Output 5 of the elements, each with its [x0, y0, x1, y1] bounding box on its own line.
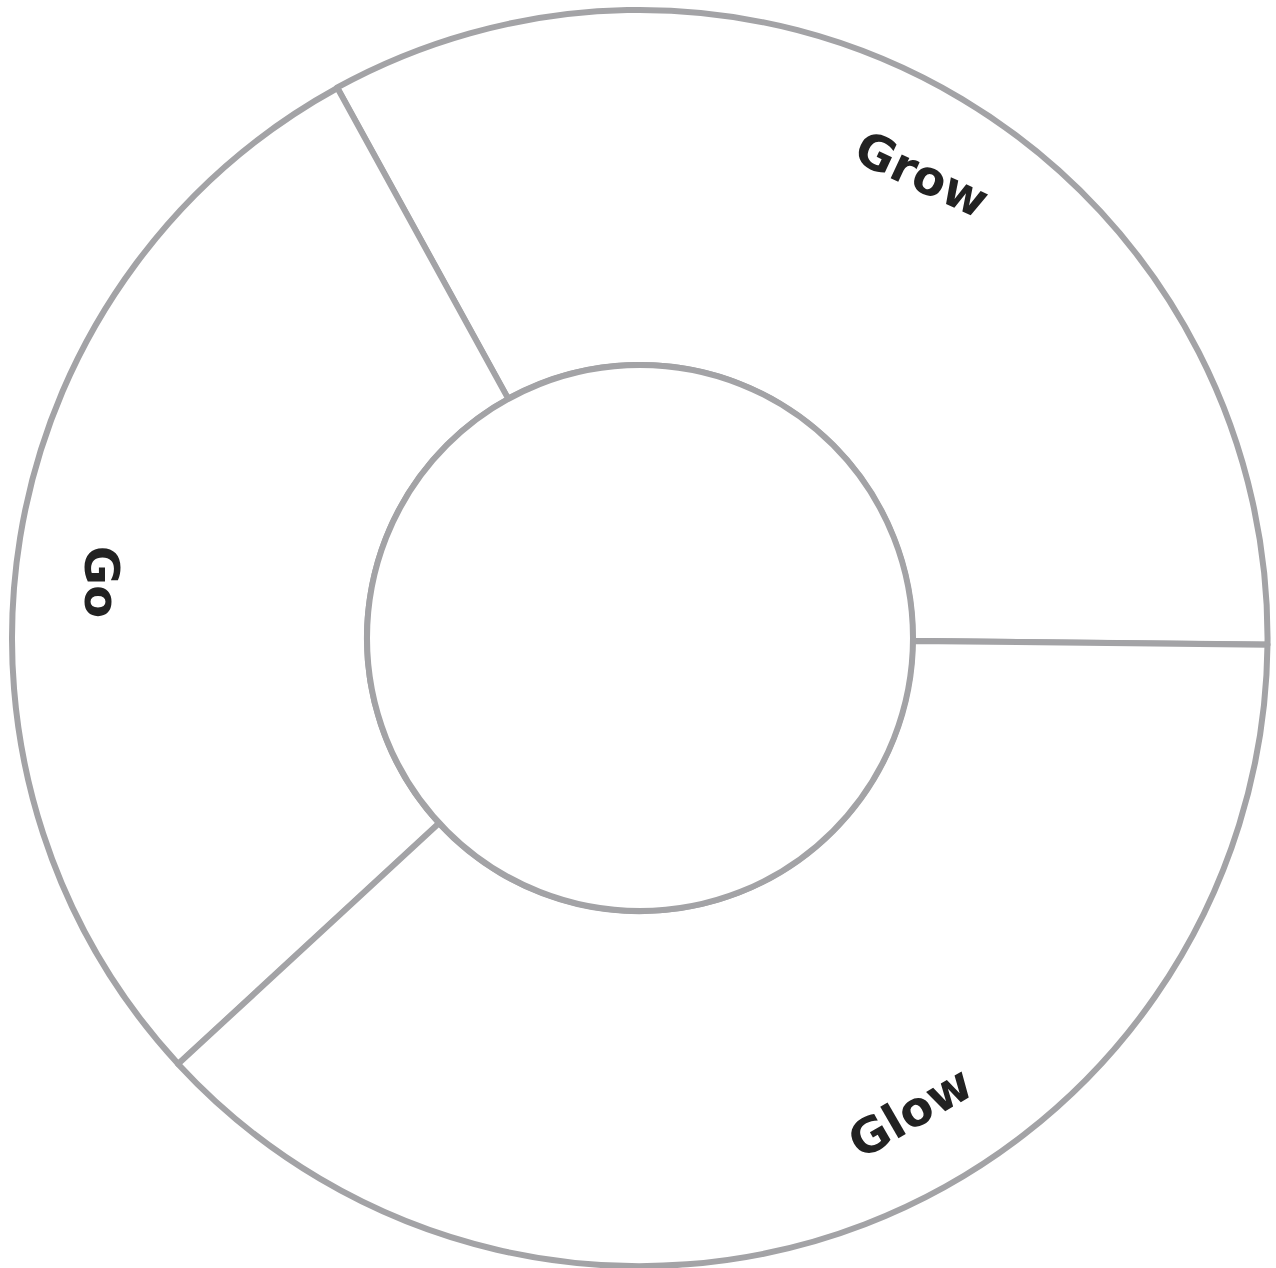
ring-segment — [9, 84, 512, 1067]
segment-label: Grow — [848, 122, 996, 226]
segment-label: Go — [78, 545, 126, 619]
center-circle — [364, 362, 916, 914]
ring-segment — [175, 637, 1271, 1268]
